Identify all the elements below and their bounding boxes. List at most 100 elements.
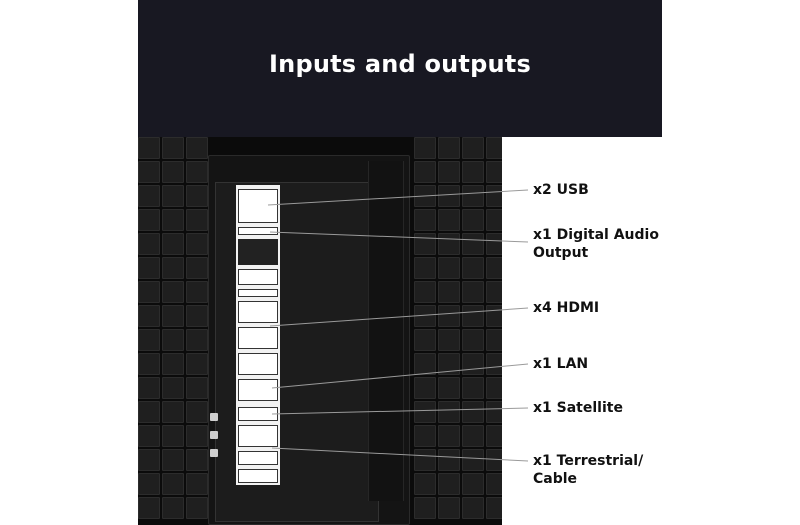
vent-tile <box>438 425 460 447</box>
vent-tile <box>138 233 160 255</box>
vent-tile <box>186 281 208 303</box>
vent-tile <box>414 233 436 255</box>
vent-tile <box>138 209 160 231</box>
vent-tile <box>186 401 208 423</box>
vent-tile <box>438 353 460 375</box>
vent-tile <box>138 185 160 207</box>
vent-tile <box>414 353 436 375</box>
vent-tile <box>462 161 484 183</box>
vent-tile <box>138 497 160 519</box>
vent-tile <box>486 161 502 183</box>
optical-port <box>238 227 278 235</box>
vent-tile <box>462 473 484 495</box>
vent-tile <box>162 401 184 423</box>
vent-tile <box>162 497 184 519</box>
vent-tile <box>138 281 160 303</box>
vent-tile <box>138 137 160 159</box>
vent-tile <box>438 281 460 303</box>
callout-satellite: x1 Satellite <box>533 400 623 416</box>
satellite-port <box>238 425 278 447</box>
vent-tile <box>162 353 184 375</box>
vent-tile <box>462 185 484 207</box>
vent-tile <box>414 209 436 231</box>
vent-tile <box>138 377 160 399</box>
vent-tile <box>138 161 160 183</box>
vent-tile <box>414 137 436 159</box>
vent-tile <box>186 425 208 447</box>
vent-tile <box>162 185 184 207</box>
vent-tile <box>438 257 460 279</box>
vent-tile <box>186 233 208 255</box>
vent-tile <box>486 473 502 495</box>
vent-tile <box>486 449 502 471</box>
header-band: Inputs and outputs <box>138 0 662 137</box>
vent-tile <box>138 401 160 423</box>
panel-rib <box>368 161 404 501</box>
vent-tile <box>438 161 460 183</box>
vent-tile <box>138 305 160 327</box>
vent-tile <box>414 401 436 423</box>
vent-tile <box>438 233 460 255</box>
vent-tile <box>186 353 208 375</box>
vent-tile <box>462 257 484 279</box>
terrestrial-port <box>238 451 278 465</box>
vent-tile <box>486 377 502 399</box>
center-speaker-in-port <box>238 269 278 285</box>
vent-tile <box>486 137 502 159</box>
hdmi-port-3 <box>238 353 278 375</box>
vent-tile <box>414 473 436 495</box>
vent-tile <box>462 401 484 423</box>
callout-terrestrial: x1 Terrestrial/ Cable <box>533 453 644 487</box>
vent-tile <box>162 425 184 447</box>
vent-tile <box>414 449 436 471</box>
vent-tile <box>162 209 184 231</box>
hdmi-port-1 <box>238 301 278 323</box>
vent-tile <box>438 401 460 423</box>
callout-digital-audio: x1 Digital Audio Output <box>533 227 659 261</box>
callout-usb: x2 USB <box>533 182 589 198</box>
vent-tile <box>462 497 484 519</box>
vent-tile <box>438 329 460 351</box>
vent-tile <box>138 257 160 279</box>
vent-tile <box>186 185 208 207</box>
vent-tile <box>186 257 208 279</box>
lan-port <box>238 407 278 421</box>
vent-tile <box>486 233 502 255</box>
vent-tile <box>438 449 460 471</box>
vent-tile <box>186 497 208 519</box>
vent-tile <box>486 185 502 207</box>
vent-tile <box>486 329 502 351</box>
side-button <box>210 449 218 457</box>
vent-tile <box>486 497 502 519</box>
vent-tile <box>414 185 436 207</box>
vent-tile <box>186 161 208 183</box>
vent-tile <box>162 473 184 495</box>
vent-tile <box>462 233 484 255</box>
vent-tile <box>414 377 436 399</box>
vent-tile <box>438 497 460 519</box>
side-button <box>210 413 218 421</box>
vent-tile <box>162 449 184 471</box>
vent-grid-left <box>138 137 208 519</box>
vent-tile <box>486 209 502 231</box>
page-title: Inputs and outputs <box>269 50 531 78</box>
vent-tile <box>462 425 484 447</box>
vent-tile <box>186 449 208 471</box>
vent-tile <box>186 137 208 159</box>
vent-tile <box>138 425 160 447</box>
vent-grid-right <box>414 137 502 519</box>
vent-tile <box>486 401 502 423</box>
vent-tile <box>414 161 436 183</box>
legal-notice <box>238 469 278 483</box>
vent-tile <box>138 473 160 495</box>
usb-port-group <box>238 189 278 223</box>
vent-tile <box>186 473 208 495</box>
vent-tile <box>162 137 184 159</box>
vent-tile <box>438 137 460 159</box>
vent-tile <box>162 281 184 303</box>
vent-tile <box>438 473 460 495</box>
vent-tile <box>162 305 184 327</box>
vent-tile <box>462 353 484 375</box>
vent-tile <box>162 161 184 183</box>
hdmi-port-2 <box>238 327 278 349</box>
